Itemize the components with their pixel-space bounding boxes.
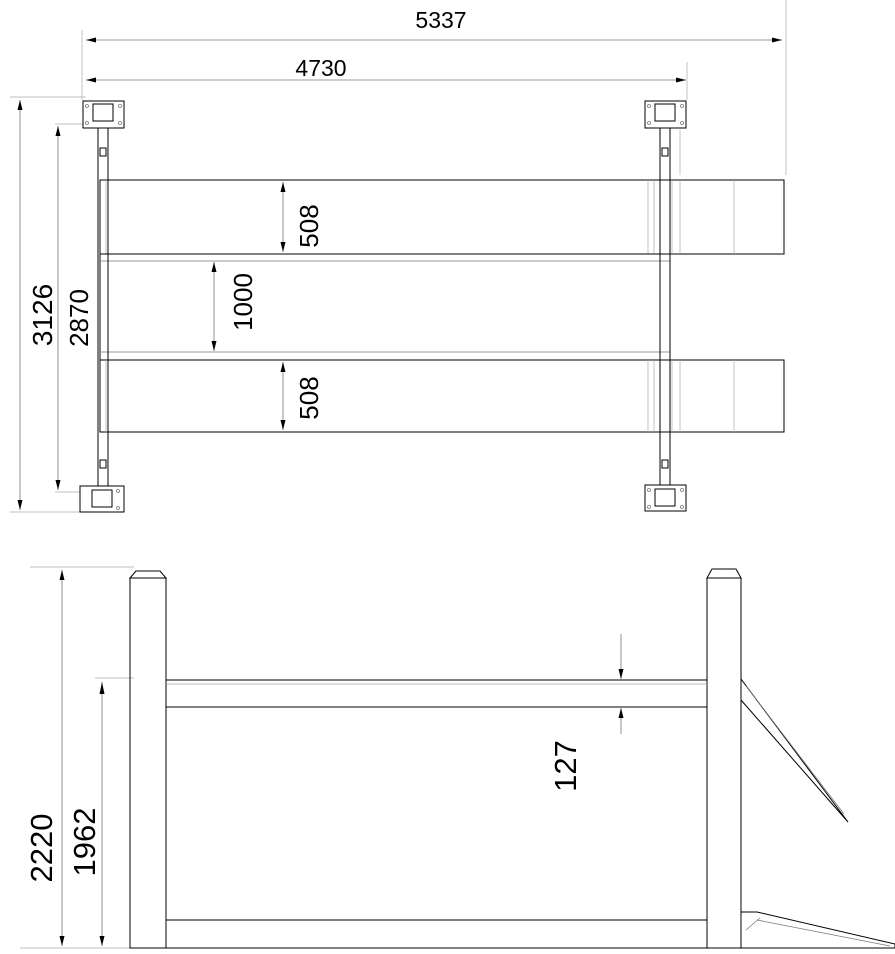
dimension-overall-height: 2220 [24, 570, 65, 946]
left-column [128, 570, 168, 949]
overall-height-label: 2220 [24, 814, 59, 883]
dimension-runway-width-top: 508 [280, 182, 324, 252]
raised-runway [165, 679, 708, 708]
column-base-plate-top-right [644, 100, 687, 129]
dimension-overall-width: 3126 [17, 100, 58, 510]
raised-approach-ramp [740, 677, 849, 823]
column-base-plate-bottom-right [644, 484, 687, 512]
runway-width-top-label: 508 [294, 204, 324, 247]
runway-width-bottom-label: 508 [294, 376, 324, 419]
right-column [706, 568, 742, 949]
dimension-runway-width-bottom: 508 [280, 362, 324, 430]
dimension-overall-length: 5337 [86, 7, 782, 43]
dimension-runway-thickness: 127 [548, 634, 624, 792]
bottom-runway [99, 359, 785, 433]
lowered-runway [165, 919, 708, 949]
max-lift-height-label: 1962 [67, 808, 102, 877]
runway-thickness-label: 127 [548, 740, 583, 792]
column-base-plate-bottom-left [79, 485, 125, 513]
dimension-max-lift-height: 1962 [67, 682, 105, 946]
elevation-view: 2220 1962 [20, 566, 895, 949]
ground-approach-ramp [740, 911, 895, 949]
column-width-spacing-label: 2870 [64, 289, 94, 347]
center-gap-panel [99, 253, 671, 361]
overall-width-label: 3126 [27, 284, 58, 346]
column-base-plate-top-left [82, 100, 125, 129]
plan-view: 5337 4730 3126 2870 [10, 0, 787, 513]
gap-between-runways-label: 1000 [228, 273, 258, 331]
dimension-column-spacing: 4730 [86, 55, 686, 83]
overall-length-label: 5337 [415, 7, 466, 33]
dimension-column-width-spacing: 2870 [55, 126, 94, 490]
right-cross-beam [659, 124, 671, 490]
top-runway [99, 179, 785, 255]
left-cross-beam [97, 124, 109, 490]
column-spacing-label: 4730 [295, 55, 346, 81]
dimension-gap-between-runways: 1000 [211, 262, 258, 351]
